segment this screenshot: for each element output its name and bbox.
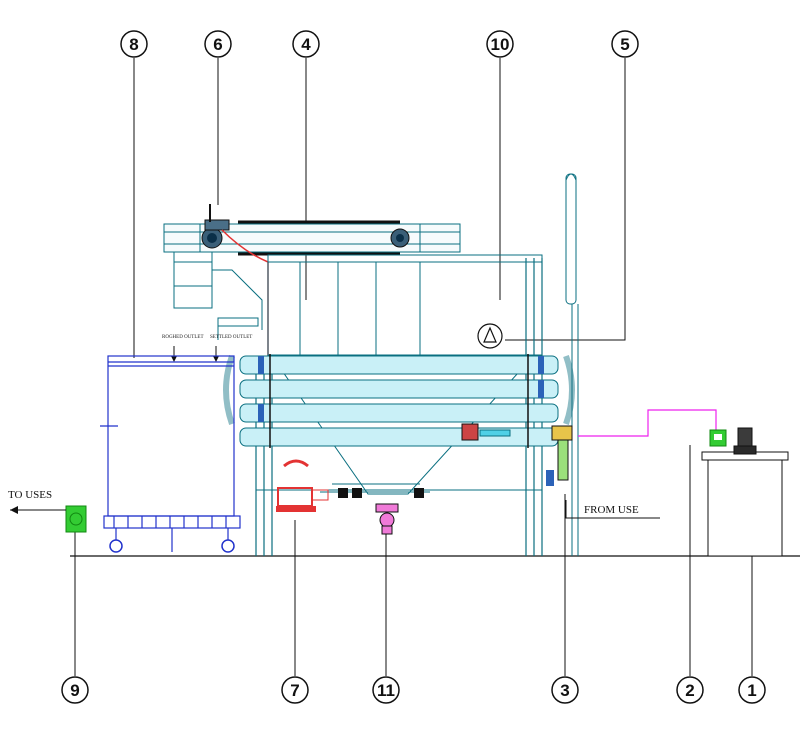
callout-2: 2 [676,676,704,704]
callout-11: 11 [372,676,400,704]
flowmeter [546,425,573,486]
callout-3-label: 3 [560,681,569,700]
inner-valve [461,423,511,441]
callout-2-label: 2 [685,681,694,700]
callout-1-label: 1 [747,681,756,700]
callout-9-label: 9 [70,681,79,700]
transfer-pump-9 [65,505,87,533]
from-use-label: FROM USE [584,504,639,516]
bottom-valves [338,488,424,498]
tube-bundle [223,355,575,447]
callout-7-label: 7 [290,681,299,700]
sludge-trolley [100,355,241,552]
callout-8-label: 8 [129,35,138,54]
callout-6: 6 [204,30,232,58]
to-uses-label: TO USES [8,489,52,501]
callout-10: 10 [486,30,514,58]
callout-1: 1 [738,676,766,704]
conveyor-motor [201,204,410,249]
callout-10-label: 10 [491,35,510,54]
flow-symbol [477,323,503,349]
settled-outlet-label: SETTLED OUTLET [210,335,252,340]
outlet-arrow [10,506,18,514]
dosing-line [578,409,717,437]
inlet-line [565,500,660,519]
trolley-wheels [109,539,235,553]
callout-11-label: 11 [377,681,395,700]
tube-flanges [258,356,544,422]
callout-8: 8 [120,30,148,58]
callout-5: 5 [611,30,639,58]
roughed-outlet-label: ROGHED OUTLET [162,335,204,340]
recycle-pump-7 [276,459,329,512]
callout-9: 9 [61,676,89,704]
callout-7: 7 [281,676,309,704]
callout-5-label: 5 [620,35,629,54]
callout-4: 4 [292,30,320,58]
outlet-pipe [217,317,259,340]
sludge-hopper [173,251,263,330]
tube-markers [269,354,529,448]
callout-3: 3 [551,676,579,704]
chemical-tank-1 [701,427,789,557]
callout-4-label: 4 [301,35,311,54]
sludge-valve-11 [375,503,399,535]
dosing-pump-2 [709,429,727,447]
callout-6-label: 6 [213,35,222,54]
